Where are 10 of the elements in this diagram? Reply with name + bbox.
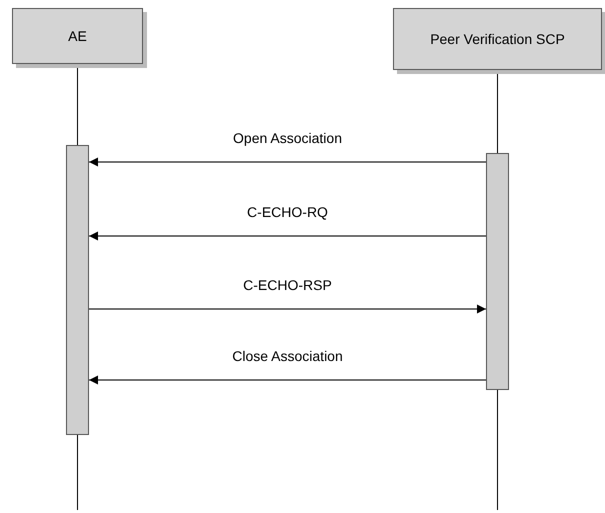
message-arrow [88,158,486,166]
message-arrow [88,232,486,240]
edge-label: C-ECHO-RQ [245,204,330,220]
edge-label: Open Association [231,130,344,146]
message-arrow [88,304,486,314]
activation-bar [486,153,509,390]
edge-label: C-ECHO-RSP [241,277,334,293]
edge-label: Close Association [230,348,345,364]
activation-bar [66,145,89,435]
message-arrow [88,376,486,384]
